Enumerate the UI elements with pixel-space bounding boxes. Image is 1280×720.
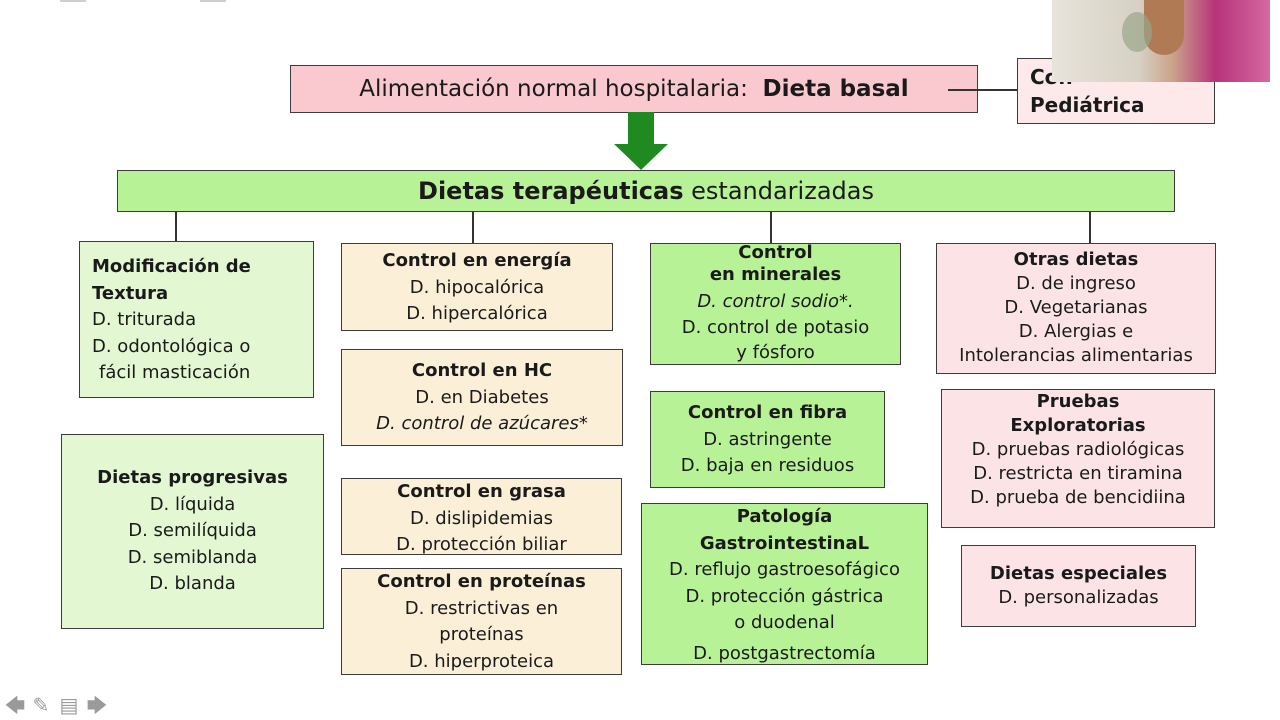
minerales-item: D. control de potasio	[681, 317, 870, 338]
gastro-item: D. protección gástrica	[685, 585, 884, 607]
progresivas-item: D. semiblanda	[127, 546, 258, 568]
otras-box: Otras dietas D. de ingreso D. Vegetarian…	[936, 243, 1216, 374]
pruebas-box: Pruebas Exploratorias D. pruebas radioló…	[941, 389, 1215, 528]
energia-box: Control en energía D. hipocalórica D. hi…	[341, 243, 613, 331]
terapeuticas-rest: estandarizadas	[691, 177, 874, 205]
minerales-box: Control en minerales D. control sodio*. …	[650, 243, 901, 365]
top-mark	[200, 0, 226, 2]
pruebas-item: D. pruebas radiológicas	[971, 439, 1185, 460]
textura-title1: Modificación de	[92, 256, 251, 277]
dietas-terapeuticas-bar: Dietas terapéuticas estandarizadas	[117, 170, 1175, 212]
textura-title2: Textura	[92, 282, 169, 304]
proteinas-item: D. hiperproteica	[408, 650, 555, 672]
hc-italic-item: D. control de azúcares*	[376, 413, 588, 434]
textura-item: fácil masticación	[99, 362, 251, 383]
minerales-title2: en minerales	[709, 264, 842, 285]
progresivas-item: D. blanda	[149, 573, 236, 594]
pruebas-item: D. restricta en tiramina	[973, 463, 1183, 484]
gastro-box: Patología GastrointestinaL D. reflujo ga…	[641, 503, 928, 665]
top-mark	[60, 0, 86, 2]
arrow-left-icon[interactable]: 🡄	[4, 693, 26, 717]
gastro-title1: Patología	[736, 506, 833, 527]
webcam-overlay	[1052, 0, 1270, 82]
dieta-basal-prefix: Alimentación normal hospitalaria:	[359, 76, 748, 102]
especiales-box: Dietas especiales D. personalizadas	[961, 545, 1196, 627]
proteinas-title: Control en proteínas	[377, 571, 586, 592]
minerales-title1: Control	[738, 242, 813, 263]
webcam-plant	[1122, 12, 1152, 52]
gastro-title2: GastrointestinaL	[699, 532, 870, 554]
gastro-item: o duodenal	[734, 612, 835, 633]
fibra-item: D. baja en residuos	[680, 455, 855, 476]
grasa-title: Control en grasa	[397, 481, 566, 502]
otras-item: D. Vegetarianas	[1004, 297, 1148, 318]
proteinas-item: proteínas	[439, 624, 524, 645]
minerales-italic-item: D. control sodio*.	[697, 290, 854, 312]
gastro-item: D. postgastrectomía	[693, 642, 876, 664]
hc-title: Control en HC	[411, 360, 553, 381]
progresivas-item: D. líquida	[149, 493, 236, 515]
especiales-item: D. personalizadas	[998, 587, 1159, 608]
dieta-basal-bold: Dieta basal	[762, 76, 909, 102]
pediatrica-line2: Pediátrica	[1030, 93, 1145, 117]
fibra-title: Control en fibra	[687, 402, 848, 423]
menu-icon[interactable]: ▤	[59, 693, 79, 717]
connector-basal-side	[948, 89, 1018, 91]
otras-title: Otras dietas	[1013, 249, 1139, 270]
hc-item: D. en Diabetes	[415, 386, 549, 408]
dieta-basal-box: Alimentación normal hospitalaria: Dieta …	[290, 65, 978, 113]
textura-item: D. odontológica o	[92, 335, 251, 357]
proteinas-box: Control en proteínas D. restrictivas en …	[341, 568, 622, 675]
connector-col2	[472, 212, 474, 244]
pencil-icon[interactable]: ✎	[32, 693, 50, 717]
fibra-item: D. astringente	[703, 428, 832, 450]
otras-item: Intolerancias alimentarias	[959, 345, 1193, 366]
textura-box: Modificación de Textura D. triturada D. …	[79, 241, 314, 398]
otras-item: D. Alergias e	[1018, 321, 1134, 342]
progresivas-title: Dietas progresivas	[97, 467, 288, 488]
grasa-item: D. dislipidemias	[410, 507, 553, 529]
connector-col1	[175, 212, 177, 242]
grasa-box: Control en grasa D. dislipidemias D. pro…	[341, 478, 622, 555]
minerales-item: y fósforo	[736, 341, 815, 363]
fibra-box: Control en fibra D. astringente D. baja …	[650, 391, 885, 488]
pruebas-title2: Exploratorias	[1010, 415, 1146, 436]
terapeuticas-bold: Dietas terapéuticas	[418, 177, 684, 205]
proteinas-item: D. restrictivas en	[404, 597, 559, 619]
energia-item: D. hipercalórica	[406, 303, 548, 324]
gastro-item: D. reflujo gastroesofágico	[669, 559, 900, 580]
textura-item: D. triturada	[92, 309, 197, 330]
pruebas-item: D. prueba de bencidiina	[970, 487, 1186, 508]
progresivas-item: D. semilíquida	[128, 520, 257, 541]
arrow-right-icon[interactable]: 🡆	[86, 693, 108, 717]
especiales-title: Dietas especiales	[989, 563, 1168, 584]
otras-item: D. de ingreso	[1016, 273, 1136, 294]
down-arrow-icon	[614, 112, 668, 170]
hc-box: Control en HC D. en Diabetes D. control …	[341, 349, 623, 446]
energia-title: Control en energía	[382, 250, 572, 271]
connector-col3	[770, 212, 772, 244]
connector-col4	[1089, 212, 1091, 244]
energia-item: D. hipocalórica	[409, 276, 545, 298]
progresivas-box: Dietas progresivas D. líquida D. semilíq…	[61, 434, 324, 629]
pruebas-title1: Pruebas	[1036, 391, 1120, 412]
grasa-item: D. protección biliar	[396, 534, 567, 555]
